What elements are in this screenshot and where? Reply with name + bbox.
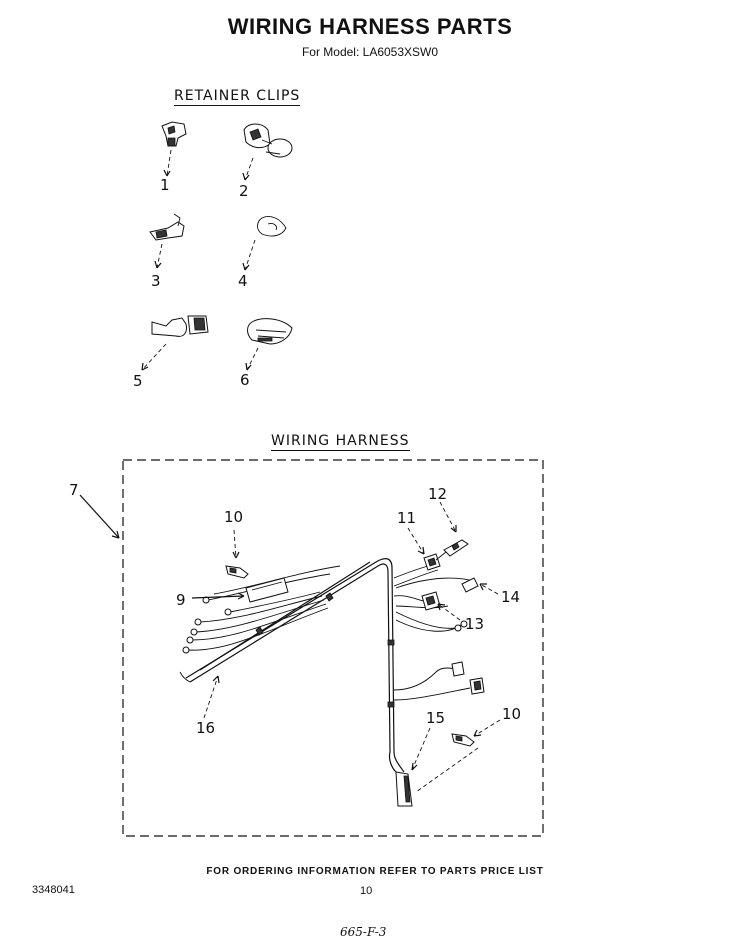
callout-12: 12 (428, 485, 448, 503)
clip-1-drawing (161, 121, 187, 177)
model-subtitle: For Model: LA6053XSW0 (301, 45, 439, 59)
document-number: 3348041 (32, 884, 75, 896)
wiring-harness-heading: WIRING HARNESS (271, 433, 410, 451)
handwritten-code: 665-F-3 (340, 925, 387, 939)
clip-2-drawing (242, 123, 293, 181)
ordering-note: FOR ORDERING INFORMATION REFER TO PARTS … (206, 866, 544, 877)
retainer-clips-heading: RETAINER CLIPS (174, 88, 301, 106)
terminal-10-right (415, 719, 501, 793)
callout-4: 4 (238, 272, 248, 290)
callout-15: 15 (426, 709, 446, 727)
terminal-10-left (225, 529, 249, 579)
clip-3-drawing (149, 213, 185, 269)
page-number: 10 (360, 885, 373, 897)
callout-6: 6 (240, 371, 250, 389)
callout-3: 3 (151, 272, 161, 290)
callout-10-right: 10 (502, 705, 522, 723)
callout-9: 9 (176, 591, 186, 609)
callout-2: 2 (239, 182, 249, 200)
callout-1: 1 (160, 176, 170, 194)
page-title: WIRING HARNESS PARTS (227, 14, 513, 39)
harness-box (122, 459, 544, 837)
callout-leaders (203, 501, 499, 771)
callout-11: 11 (397, 509, 417, 527)
connector-9 (191, 577, 289, 603)
callout-13: 13 (465, 615, 485, 633)
callout-7: 7 (69, 481, 79, 499)
clip-6-drawing (245, 318, 293, 371)
callout-5: 5 (133, 372, 143, 390)
clip-4-drawing (242, 216, 287, 271)
clip-5-drawing (141, 315, 209, 371)
callout-10-left: 10 (224, 508, 244, 526)
callout-7-leader (79, 494, 120, 539)
callout-14: 14 (501, 588, 521, 606)
callout-16: 16 (196, 719, 216, 737)
right-branch (388, 539, 485, 807)
